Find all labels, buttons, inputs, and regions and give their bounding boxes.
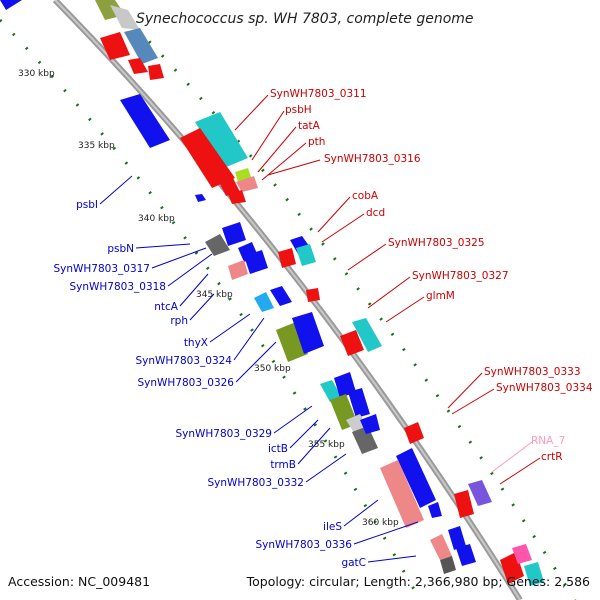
- gene-label-minus: trmB: [270, 459, 296, 471]
- scale-label: 345 kbp: [196, 290, 233, 300]
- gene-label-minus: psbI: [76, 199, 98, 211]
- gene-block: [0, 0, 22, 10]
- gene-block: [228, 190, 246, 204]
- gene-block: [430, 534, 452, 560]
- map-title: Synechococcus sp. WH 7803, complete geno…: [136, 11, 474, 27]
- gene-block: [222, 222, 246, 246]
- gene-block: [320, 380, 342, 402]
- gene-block: [340, 330, 364, 356]
- gene-label-minus: rph: [170, 315, 188, 327]
- gene-block: [270, 286, 292, 306]
- gene-block: [404, 422, 424, 444]
- gene-label-plus: tatA: [298, 120, 321, 132]
- outer-tick-ring: [108, 0, 577, 600]
- gene-label-plus: SynWH7803_0333: [484, 366, 581, 378]
- gene-block: [348, 388, 370, 418]
- plus-label-connectors: [234, 94, 495, 415]
- gene-label-minus: SynWH7803_0317: [53, 263, 150, 275]
- gene-block: [180, 128, 235, 188]
- gene-block: [124, 28, 158, 64]
- gene-label-minus: SynWH7803_0332: [207, 477, 304, 489]
- gene-label-plus: glmM: [426, 290, 455, 302]
- crtr-label-connector: [499, 457, 541, 485]
- gene-label-plus: pth: [308, 136, 325, 148]
- gene-block: [524, 562, 544, 586]
- gene-label-minus: SynWH7803_0329: [175, 428, 272, 440]
- gene-block: [352, 426, 378, 454]
- accession-text: Accession: NC_009481: [8, 574, 150, 589]
- gene-block: [428, 502, 442, 518]
- scale-label: 360 kbp: [362, 518, 399, 528]
- plus-strand-features: [95, 0, 544, 586]
- scale-label: 330 kbp: [18, 69, 55, 79]
- gene-block: [195, 194, 206, 202]
- inner-tick-ring: [0, 18, 422, 600]
- gene-label-plus: SynWH7803_0327: [412, 270, 509, 282]
- gene-block: [276, 322, 308, 362]
- gene-block: [468, 480, 492, 506]
- topology-summary: Topology: circular; Length: 2,366,980 bp…: [246, 574, 590, 589]
- gene-label-minus: SynWH7803_0336: [255, 539, 352, 551]
- gene-block: [228, 260, 248, 280]
- scale-label: 335 kbp: [78, 141, 115, 151]
- gene-block: [195, 112, 248, 168]
- gene-block: [218, 176, 240, 196]
- gene-block: [254, 292, 274, 312]
- gene-block: [306, 288, 320, 302]
- gene-label-plus: psbH: [285, 104, 312, 116]
- rna-label-connector: [491, 441, 533, 473]
- scale-label: 340 kbp: [138, 214, 175, 224]
- gene-block: [120, 94, 170, 148]
- gene-label-plus: SynWH7803_0334: [496, 382, 593, 394]
- gene-label-rna: RNA_7: [531, 435, 565, 447]
- gene-block: [454, 490, 474, 518]
- gene-block: [512, 544, 532, 564]
- gene-block: [128, 58, 148, 74]
- gene-block: [448, 526, 466, 550]
- gene-block: [110, 5, 140, 30]
- gene-block: [236, 176, 258, 192]
- gene-block: [296, 244, 316, 266]
- gene-label-minus: psbN: [107, 243, 134, 255]
- gene-label-plus: SynWH7803_0325: [388, 237, 485, 249]
- gene-label-minus: ntcA: [154, 301, 179, 313]
- gene-label-plus: cobA: [352, 190, 379, 202]
- gene-label-minus: thyX: [184, 337, 208, 349]
- gene-block: [148, 64, 164, 80]
- gene-block: [205, 234, 230, 256]
- gene-label-minus: ileS: [323, 521, 342, 533]
- gene-block: [396, 448, 436, 508]
- gene-block: [380, 460, 424, 528]
- gene-label-minus: SynWH7803_0324: [135, 355, 232, 367]
- gene-label-plus: crtR: [541, 451, 563, 463]
- gene-block: [456, 544, 476, 566]
- gene-block: [100, 32, 130, 60]
- gene-label-plus: dcd: [366, 207, 385, 219]
- gene-block: [360, 414, 380, 434]
- gene-label-plus: SynWH7803_0311: [270, 88, 367, 100]
- minus-strand-features: [0, 0, 476, 574]
- gene-block: [440, 556, 456, 574]
- gene-label-minus: SynWH7803_0326: [137, 377, 234, 389]
- gene-block: [244, 250, 268, 274]
- gene-block: [292, 312, 324, 354]
- gene-block: [352, 318, 382, 352]
- gene-label-minus: gatC: [341, 557, 366, 569]
- scale-label: 350 kbp: [254, 364, 291, 374]
- gene-label-plus: SynWH7803_0316: [324, 153, 421, 165]
- minus-label-connectors: [99, 175, 419, 563]
- gene-label-minus: SynWH7803_0318: [69, 281, 166, 293]
- scale-label: 355 kbp: [308, 440, 345, 450]
- gene-label-minus: ictB: [268, 443, 288, 455]
- gene-block: [278, 248, 296, 268]
